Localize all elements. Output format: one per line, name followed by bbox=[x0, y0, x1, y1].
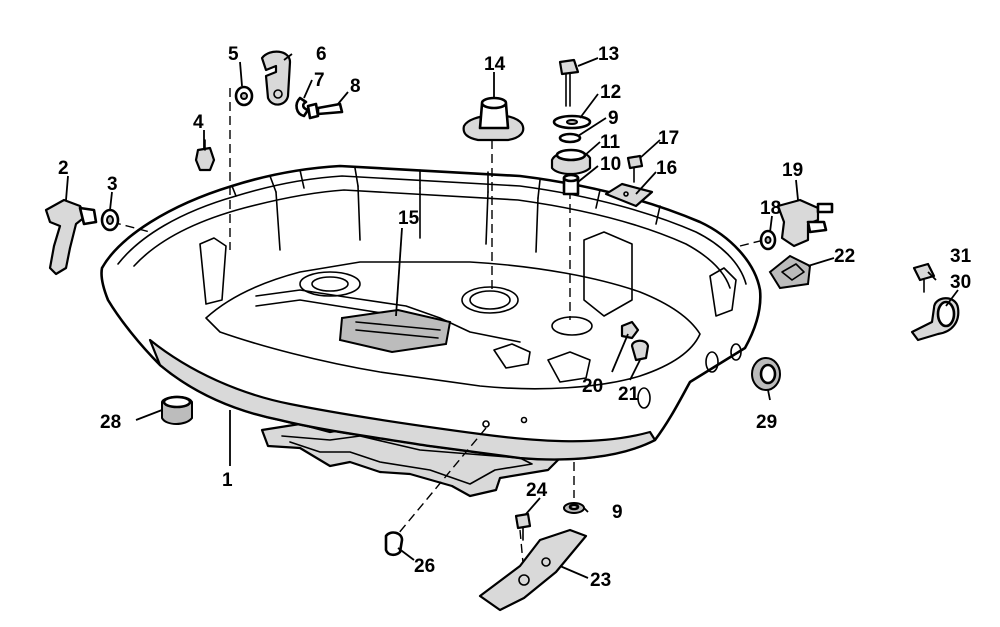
callout-14: 14 bbox=[484, 54, 506, 75]
callout-30: 30 bbox=[950, 272, 971, 293]
callout-26: 26 bbox=[414, 556, 435, 577]
plug-part-26 bbox=[384, 531, 404, 557]
latch-lever-part bbox=[44, 198, 98, 276]
screw-part-24 bbox=[514, 512, 532, 541]
screw-part-17 bbox=[626, 154, 644, 183]
callout-16: 16 bbox=[656, 158, 677, 179]
callout-19: 19 bbox=[782, 160, 803, 181]
clamp-part-30 bbox=[910, 297, 960, 342]
callout-7: 7 bbox=[314, 70, 325, 91]
callout-13: 13 bbox=[598, 44, 619, 65]
callout-31: 31 bbox=[950, 246, 972, 267]
callout-1: 1 bbox=[222, 470, 233, 491]
washer-part-3 bbox=[100, 208, 120, 232]
callout-4: 4 bbox=[193, 112, 204, 133]
grommet-part-14 bbox=[462, 96, 525, 142]
callout-11: 11 bbox=[600, 132, 621, 153]
callout-12: 12 bbox=[600, 82, 621, 103]
washer-part-9-upper bbox=[558, 132, 582, 144]
screw-part-8 bbox=[306, 102, 344, 120]
callout-leaders bbox=[65, 53, 959, 579]
washer-part-12 bbox=[552, 114, 592, 130]
callout-2: 2 bbox=[58, 158, 69, 179]
callout-6: 6 bbox=[316, 44, 327, 65]
grommet-part-28 bbox=[161, 395, 193, 425]
callout-9-lower: 9 bbox=[612, 502, 623, 523]
callout-28: 28 bbox=[100, 412, 121, 433]
clip-part-7 bbox=[295, 96, 310, 118]
callout-9-upper: 9 bbox=[608, 108, 619, 129]
callout-labels: 1 2 3 4 5 6 7 8 9 9 10 11 12 13 14 15 16… bbox=[58, 44, 972, 591]
support-plate-part-23 bbox=[478, 528, 588, 612]
screw-part-21 bbox=[630, 339, 650, 362]
callout-10: 10 bbox=[600, 154, 621, 175]
bracket-part-19 bbox=[776, 198, 834, 248]
stud-part-4 bbox=[194, 139, 216, 172]
grommet-part-29 bbox=[751, 357, 781, 391]
callout-15: 15 bbox=[398, 208, 420, 229]
callout-5: 5 bbox=[228, 44, 239, 65]
callout-29: 29 bbox=[756, 412, 777, 433]
callout-3: 3 bbox=[107, 174, 118, 195]
callout-22: 22 bbox=[834, 246, 855, 267]
callout-8: 8 bbox=[350, 76, 361, 97]
callout-18: 18 bbox=[760, 198, 781, 219]
clip-part-22 bbox=[768, 254, 812, 290]
bolt-part-13 bbox=[558, 58, 580, 107]
grommet-part-11 bbox=[550, 148, 592, 176]
callout-20: 20 bbox=[582, 376, 603, 397]
callout-21: 21 bbox=[618, 384, 640, 405]
hook-latch-part-6 bbox=[260, 50, 292, 106]
callout-17: 17 bbox=[658, 128, 679, 149]
nut-part-20 bbox=[620, 320, 640, 340]
bolt-part-31 bbox=[912, 262, 936, 293]
callout-24: 24 bbox=[526, 480, 548, 501]
spacer-part-10 bbox=[562, 173, 580, 196]
lower-pan bbox=[100, 164, 762, 461]
callout-23: 23 bbox=[590, 570, 611, 591]
washer-part-5 bbox=[234, 85, 254, 107]
washer-part-18 bbox=[759, 229, 777, 251]
washer-part-9-lower bbox=[563, 502, 585, 514]
